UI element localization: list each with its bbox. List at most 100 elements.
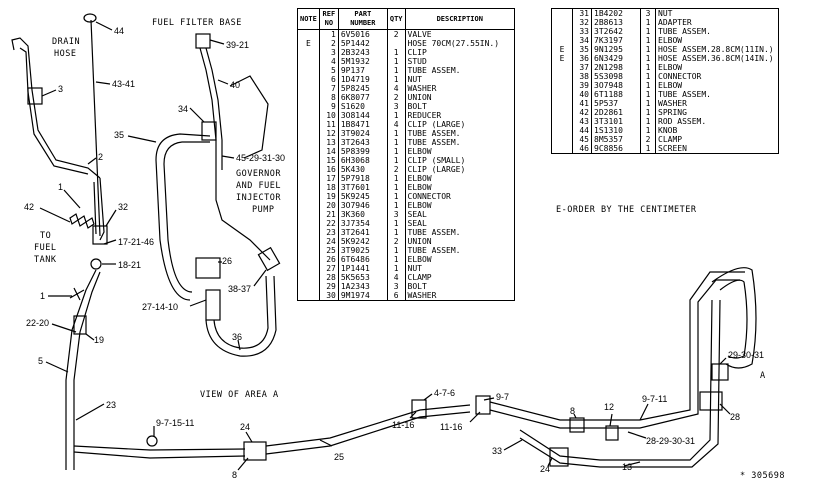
note-cell [297, 183, 320, 192]
description-cell: ROD ASSEM. [655, 117, 779, 126]
note-cell [297, 75, 320, 84]
leader-9b [483, 397, 495, 401]
caption-drain-hose-2: HOSE [54, 49, 76, 59]
qty-cell: 1 [386, 129, 406, 138]
loop-tube [711, 267, 757, 369]
description-cell: WASHER [655, 99, 779, 108]
description-cell: ELBOW [404, 174, 516, 183]
description-cell: ELBOW [655, 63, 779, 72]
qty-cell: 1 [640, 81, 656, 90]
note-cell [297, 192, 320, 201]
qty-cell: 3 [386, 282, 406, 291]
hose-35 [155, 133, 211, 301]
spring-42 [69, 213, 95, 229]
description-cell: REDUCER [404, 111, 516, 120]
note-cell [551, 81, 573, 90]
description-cell: KNOB [655, 126, 779, 135]
ref-cell: 16 [318, 165, 339, 174]
leader-11a [409, 411, 417, 419]
ref-cell: 21 [318, 210, 339, 219]
qty-cell: 1 [640, 117, 656, 126]
ref-cell: 26 [318, 255, 339, 264]
leader-4 [423, 393, 433, 401]
callout-33: 33 [492, 446, 502, 456]
ref-cell: 10 [318, 111, 339, 120]
note-cell [297, 138, 320, 147]
description-cell: UNION [404, 93, 516, 102]
qty-cell: 1 [640, 63, 656, 72]
qty-cell: 1 [640, 36, 656, 45]
part-number-cell: 2D2861 [591, 108, 641, 117]
loop-tube-b [719, 279, 748, 359]
part-number-cell: 3J7354 [337, 219, 388, 228]
callout-45: 45-29-31-30 [236, 153, 285, 163]
leader-35 [127, 135, 157, 143]
qty-cell: 1 [386, 147, 406, 156]
description-cell: HOSE ASSEM.28.8CM(11IN.) [655, 45, 779, 54]
callout-24b: 24 [540, 464, 550, 474]
caption-governor-3: INJECTOR [236, 193, 281, 203]
qty-cell: 1 [640, 54, 656, 63]
caption-area-a-marker: A [760, 371, 766, 381]
leader-42 [39, 207, 71, 223]
qty-cell: 1 [386, 66, 406, 75]
elbow-34 [201, 121, 217, 141]
part-number-cell: 1P1441 [337, 264, 388, 273]
leader-8a [237, 457, 249, 471]
part-number-cell: 9C8856 [591, 144, 641, 154]
parts-table-left: NOTE REF NO PART NUMBER QTY DESCRIPTION … [297, 8, 516, 301]
hose-35-b [163, 141, 210, 293]
caption-governor-2: AND FUEL [236, 181, 281, 191]
caption-fuel-filter-base: FUEL FILTER BASE [152, 18, 242, 28]
description-cell: STUD [404, 57, 516, 66]
line-45 [215, 170, 271, 261]
callout-42: 42 [24, 202, 34, 212]
callout-28a: 28 [730, 412, 740, 422]
leader-13 [623, 461, 641, 467]
tube-5-b [73, 271, 101, 470]
qty-cell: 1 [386, 246, 406, 255]
callout-35: 35 [114, 130, 124, 140]
tube-25 [265, 404, 471, 447]
note-cell [551, 72, 573, 81]
leader-28a [719, 403, 731, 415]
callout-39-21: 39-21 [226, 40, 249, 50]
caption-view-of-area: VIEW OF AREA A [200, 390, 279, 400]
qty-cell: 1 [386, 255, 406, 264]
leader-24a [245, 431, 253, 443]
qty-cell: 1 [386, 174, 406, 183]
part-number-cell: 3T2643 [337, 138, 388, 147]
note-cell [551, 27, 573, 36]
clip-11a [411, 399, 427, 419]
description-cell: HOSE 70CM(27.55IN.) [404, 39, 516, 48]
leader-38 [253, 269, 267, 287]
caption-e-order-note: E-ORDER BY THE CENTIMETER [556, 205, 697, 215]
header-description: DESCRIPTION [404, 8, 516, 30]
description-cell: ELBOW [655, 36, 779, 45]
caption-to-fuel-tank-3: TANK [34, 255, 57, 265]
qty-cell: 1 [386, 201, 406, 210]
part-number-cell: 6T6486 [337, 255, 388, 264]
elbow-37 [257, 246, 281, 272]
leader-19 [85, 333, 95, 341]
description-cell: UNION [404, 237, 516, 246]
part-number-cell: 8M5357 [591, 135, 641, 144]
note-cell [551, 18, 573, 27]
qty-cell: 3 [386, 210, 406, 219]
note-cell [551, 8, 573, 18]
ref-cell: 7 [318, 84, 339, 93]
note-cell [297, 246, 320, 255]
note-cell: E [551, 45, 573, 54]
